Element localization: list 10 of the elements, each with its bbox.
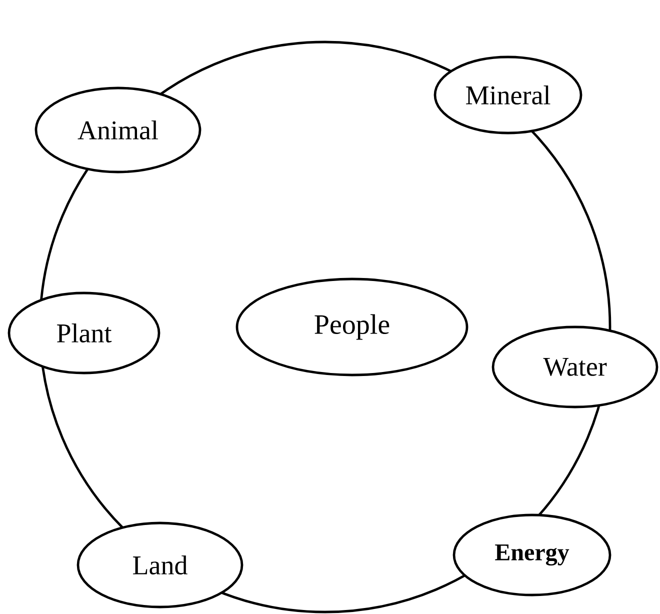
ellipse-node: Water <box>492 326 658 408</box>
node-label: Land <box>133 556 188 575</box>
ellipse-node: People <box>236 278 468 376</box>
ellipse-node: Mineral <box>434 56 582 134</box>
ellipse-node: Plant <box>8 292 160 374</box>
node-label: Water <box>543 358 607 376</box>
ellipse-node: Animal <box>34 86 202 174</box>
ellipse-node: Energy <box>452 514 612 596</box>
node-label: Energy <box>495 544 570 566</box>
ellipse-node: Land <box>76 522 244 608</box>
